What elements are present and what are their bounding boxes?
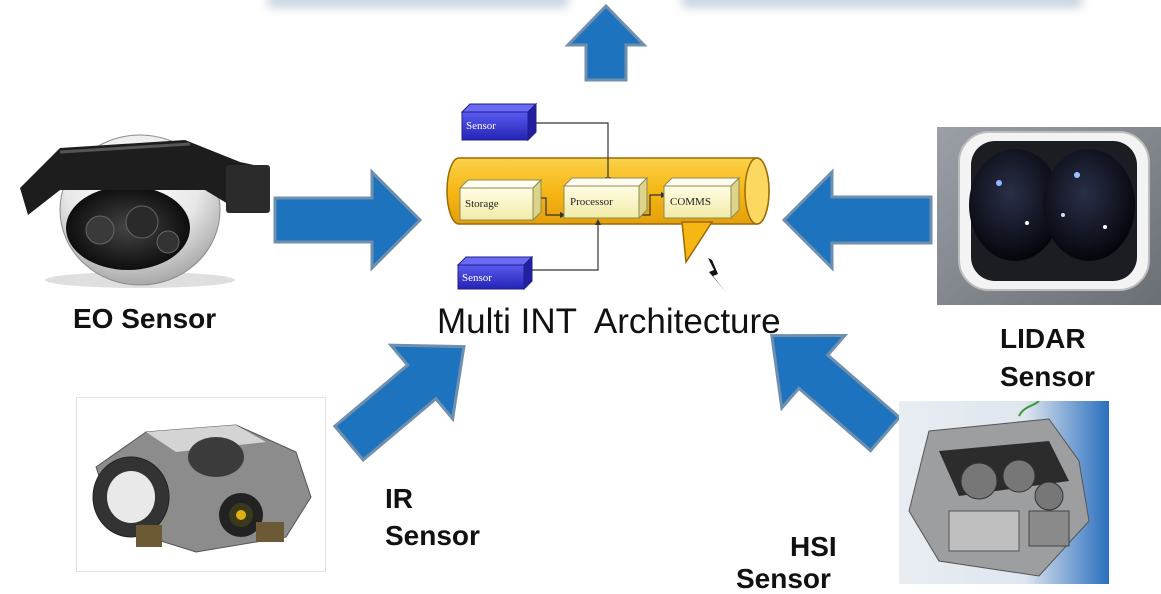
- lidar-input-arrow: [781, 168, 933, 272]
- connector-sensor-top: [535, 122, 609, 180]
- lightning-bolt-icon: [708, 258, 726, 292]
- comms-node: [662, 176, 741, 220]
- connector-processor-comms: [640, 194, 664, 216]
- ir-sensor-label-line2: Sensor: [385, 520, 480, 551]
- lidar-sensor-label-line1: LIDAR: [1000, 323, 1086, 354]
- eo-sensor-label: EO Sensor: [73, 303, 217, 334]
- hsi-sensor-label-line1: HSI: [790, 531, 837, 562]
- eo-input-arrow: [273, 168, 423, 272]
- lidar-sensor-label-line2: Sensor: [1000, 361, 1095, 392]
- hsi-sensor-image: [899, 401, 1109, 584]
- eo-sensor-image: [20, 134, 270, 288]
- sensor-node-top: [460, 102, 538, 142]
- connector-sensor-bottom: [531, 222, 599, 271]
- ir-sensor-image: [76, 397, 326, 572]
- storage-label: Storage: [465, 198, 499, 210]
- hsi-input-arrow: [770, 333, 902, 453]
- ir-sensor-label-line1: IR: [385, 483, 413, 514]
- sensor-node-bottom: [456, 255, 534, 291]
- sensor-bottom-label: Sensor: [462, 272, 492, 284]
- bus-end-cap: [744, 157, 770, 225]
- sensor-top-label: Sensor: [466, 120, 496, 132]
- storage-node: [458, 178, 543, 222]
- hsi-sensor-label-line2: Sensor: [736, 563, 831, 594]
- comms-label: COMMS: [670, 196, 711, 208]
- processor-node: [562, 176, 649, 220]
- processor-label: Processor: [570, 196, 613, 208]
- callout-tail: [681, 221, 714, 265]
- output-up-arrow: [564, 3, 648, 82]
- lidar-sensor-image: [937, 127, 1161, 305]
- diagram-title: Multi INT Architecture: [437, 302, 781, 341]
- ir-input-arrow: [332, 343, 466, 462]
